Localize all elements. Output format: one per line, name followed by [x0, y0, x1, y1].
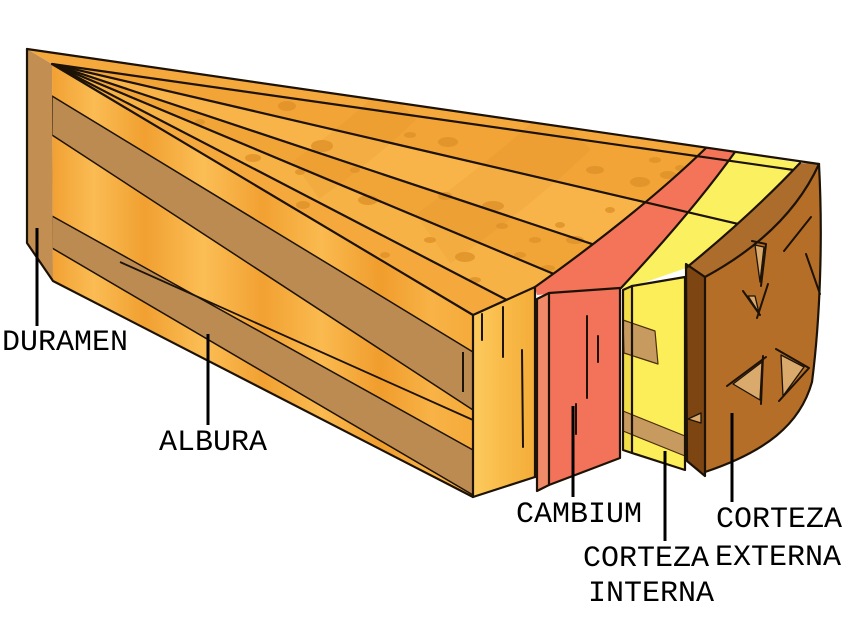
outer-bark-top-band [686, 163, 819, 277]
bark-notch [687, 412, 702, 424]
label-corteza-externa-line2: EXTERNA [715, 541, 842, 575]
sapwood-cracks [481, 306, 524, 448]
outer-bark-layer [686, 164, 821, 476]
outer-bark-side-face [686, 264, 705, 476]
wood-block [27, 49, 535, 497]
ring-line-front [119, 261, 474, 421]
label-corteza-interna-line2: INTERNA [588, 577, 715, 611]
inner-bark-top-band [621, 152, 800, 290]
growth-ring-lines [51, 62, 800, 315]
cambium-side-face [537, 293, 549, 491]
label-corteza-interna-line1: CORTEZA [583, 542, 710, 576]
cambium-layer [537, 288, 620, 491]
cambium-top-band [535, 148, 735, 295]
label-duramen: DURAMEN [2, 326, 129, 360]
heartwood-face [27, 49, 53, 281]
label-albura: ALBURA [159, 426, 268, 460]
outlines [25, 47, 822, 499]
cambium-front-face [549, 288, 620, 485]
leader-lines [35, 228, 734, 541]
label-corteza-externa-line1: CORTEZA [716, 503, 843, 537]
wood-top-surface [27, 49, 706, 315]
ring-shade-arc [415, 106, 591, 264]
label-cambium: CAMBIUM [516, 498, 643, 532]
ring-shade-arc [292, 86, 417, 199]
cambium-cracks [575, 315, 599, 435]
pore-dots [195, 101, 685, 283]
sapwood-end-face [473, 287, 535, 497]
